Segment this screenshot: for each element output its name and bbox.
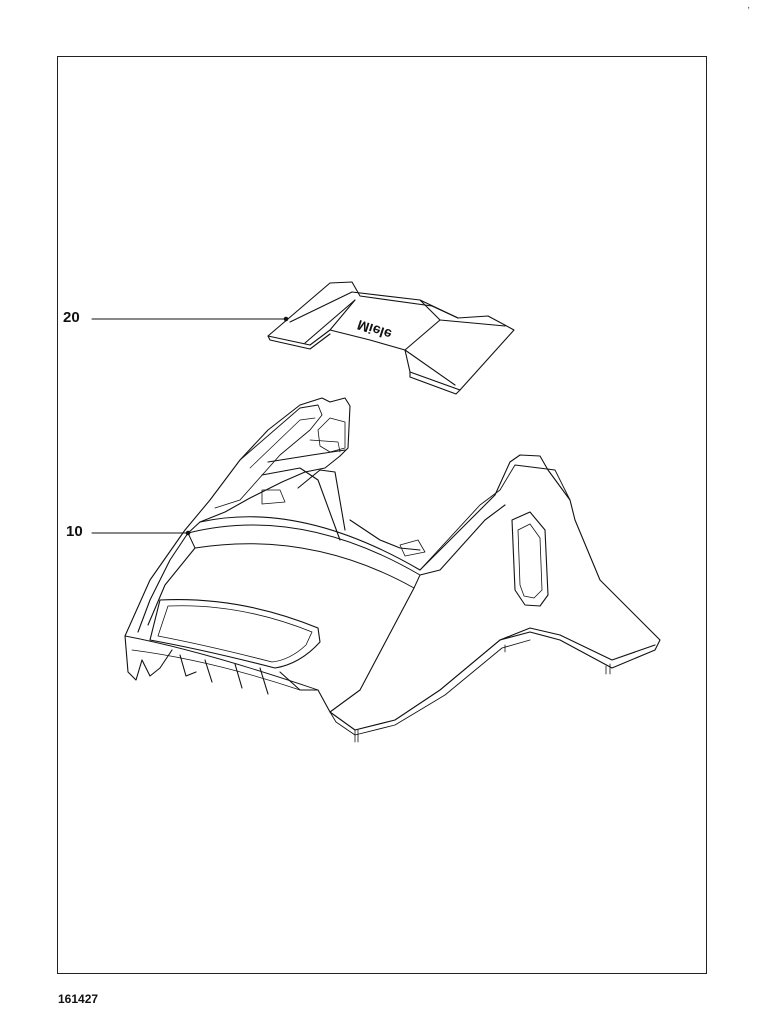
part-number-10: 10 (66, 523, 83, 540)
drawing-number: 161427 (58, 992, 99, 1006)
miele-logo: Miele (355, 317, 393, 343)
part-10-housing-lid (124, 397, 661, 743)
svg-text:Miele: Miele (355, 317, 393, 343)
part-20-cover-plate: Miele (267, 281, 515, 395)
drawing-frame (57, 56, 707, 974)
corner-mark: , (747, 0, 750, 11)
part-number-20: 20 (63, 309, 80, 326)
